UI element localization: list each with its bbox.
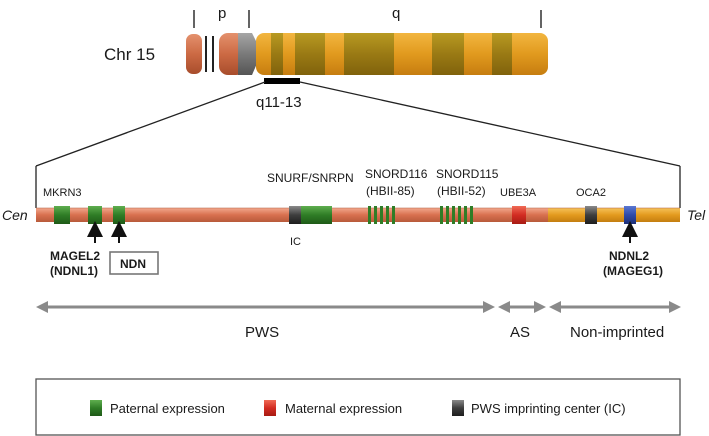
gene-oca2 [585,206,597,224]
gene-label-magel2-alt: (NDNL1) [50,264,98,278]
centromere-end-label: Cen [2,207,28,223]
q-arm [256,33,548,75]
gene-label-ndn: NDN [120,257,146,271]
q-arm-label: q [392,5,400,22]
gene-label-ndnl2-alt: (MAGEG1) [603,264,663,278]
gene-snurf-snrpn [301,206,332,224]
legend-label-maternal: Maternal expression [285,401,402,416]
domain-label-nonimprinted: Non-imprinted [570,324,664,341]
domain-arrows [36,301,681,313]
gene-snord115-cluster [440,206,473,224]
gene-label-magel2: MAGEL2 [50,249,100,263]
chromosome-band [432,33,464,75]
legend [35,378,681,436]
gene-label-mkrn3: MKRN3 [43,187,82,199]
pws-arrowhead-left [36,301,48,313]
gene-ndn [113,206,125,224]
legend-swatch-ic [452,400,464,416]
nonimprinted-arrowhead-right [669,301,681,313]
gene-magel2 [88,206,102,224]
legend-label-ic: PWS imprinting center (IC) [471,401,626,416]
ndn-label-box [109,251,159,275]
zoom-line-right [299,81,681,167]
legend-swatch-paternal [90,400,102,416]
as-arrowhead-left [498,301,510,313]
centromere [238,33,258,75]
imprinting-center-box [289,206,301,224]
region-nonimprinted-segment [548,208,680,222]
telomere-end-label: Tel [687,207,706,223]
legend-label-paternal: Paternal expression [110,401,225,416]
gene-mkrn3 [54,206,70,224]
domain-label-pws: PWS [245,324,279,341]
p-arm-satellite [186,34,202,74]
gene-snord116-cluster [368,206,395,224]
gene-label-snord116-alt: (HBII-85) [366,184,415,198]
gene-ube3a [512,206,526,224]
p-arm-label: p [218,5,226,22]
gene-label-ndnl2: NDNL2 [609,249,649,263]
chromosome-band [344,33,394,75]
chromosome-name: Chr 15 [104,45,155,64]
gene-label-snord115: SNORD115 [436,167,499,181]
gene-label-oca2: OCA2 [576,187,606,199]
domain-label-as: AS [510,324,530,341]
zoom-line-left [35,81,266,167]
region-bar [36,207,680,222]
gene-label-snord115-alt: (HBII-52) [437,184,486,198]
chromosome-ideogram [186,10,548,84]
as-arrowhead-right [534,301,546,313]
gene-label-snord116: SNORD116 [365,167,428,181]
band-label: q11-13 [256,94,302,111]
q11-13-region-marker [264,78,300,84]
gene-label-ube3a: UBE3A [500,187,537,199]
nonimprinted-arrowhead-left [549,301,561,313]
pws-arrowhead-right [483,301,495,313]
chromosome-band [492,33,512,75]
ic-label: IC [290,236,301,248]
gene-label-snurf: SNURF/SNRPN [267,171,354,185]
gene-ndnl2 [624,206,636,224]
chromosome-band [295,33,325,75]
chromosome-band [271,33,283,75]
legend-swatch-maternal [264,400,276,416]
legend-frame [35,378,681,436]
